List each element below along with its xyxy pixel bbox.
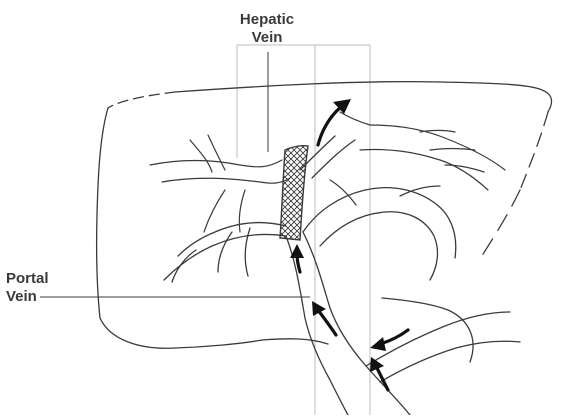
arrow-icon	[290, 244, 304, 258]
portal-vein-label-line-2: Vein	[6, 288, 76, 306]
flow-arrow-4	[380, 330, 408, 344]
hepatic-vein-label-line-2: Vein	[232, 29, 302, 47]
flow-arrow-1	[318, 106, 342, 145]
hepatic-vein-label: Hepatic Vein	[232, 11, 302, 47]
hepatic-vein-branches	[150, 112, 505, 232]
arrow-icon	[370, 337, 386, 351]
portal-vein-label-line-1: Portal	[6, 270, 76, 288]
flow-arrow-3	[318, 310, 336, 335]
shunt-stent	[280, 146, 308, 240]
portal-vein-label: Portal Vein	[6, 270, 76, 306]
portal-vein-branches	[164, 136, 520, 415]
hepatic-vein-label-line-1: Hepatic	[232, 11, 302, 29]
